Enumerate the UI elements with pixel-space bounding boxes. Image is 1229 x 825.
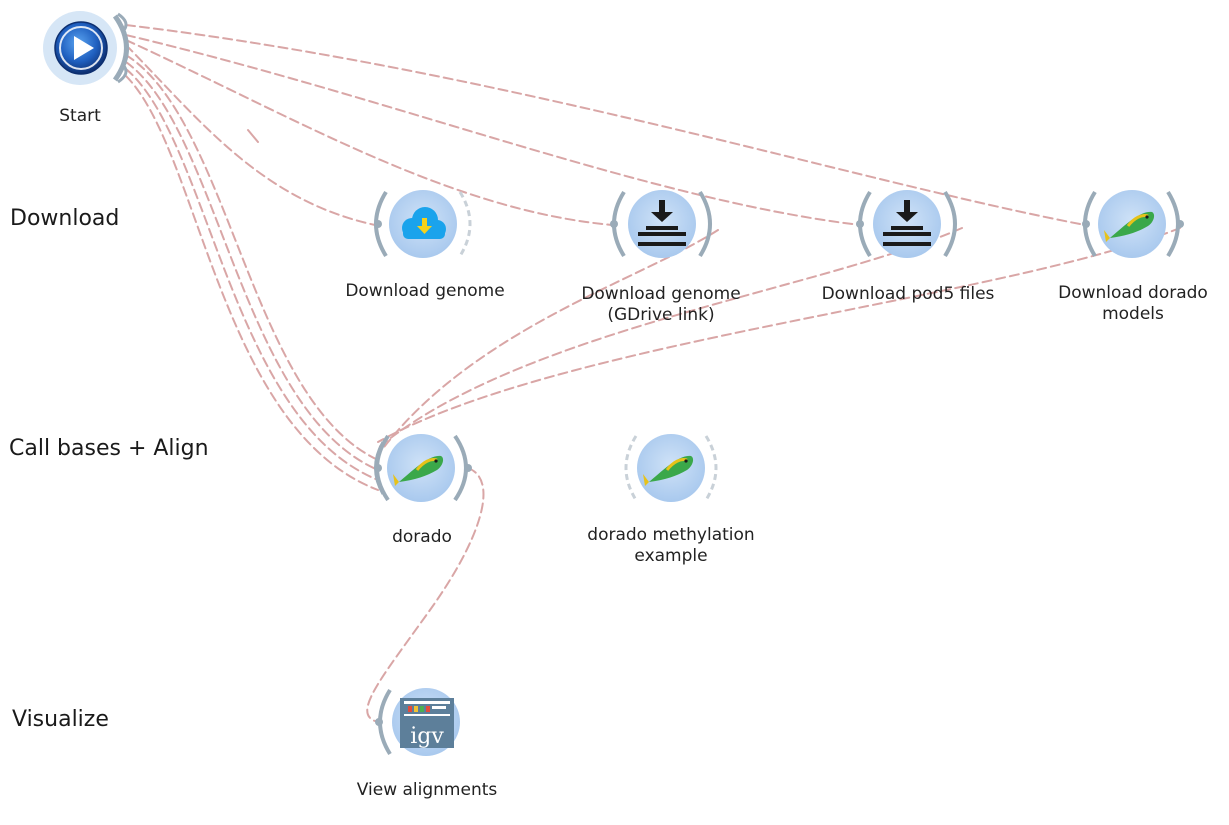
node-label-start: Start [59, 106, 101, 126]
link-dorado-view-alignments[interactable] [366, 467, 485, 723]
dorado-fish-icon [393, 455, 444, 486]
link-start-dorado-3[interactable] [125, 68, 379, 481]
link-end-marker [247, 129, 259, 143]
node-label-download-dorado-models: Download dorado models [1023, 283, 1229, 325]
section-label-download: Download [10, 206, 120, 231]
igv-icon: igv [400, 698, 454, 749]
link-gdrive-dorado[interactable] [377, 229, 719, 456]
label-line-2: example [634, 546, 708, 566]
link-pod5-dorado[interactable] [377, 227, 963, 449]
node-label-download-pod5: Download pod5 files [821, 284, 995, 304]
node-download-dorado-models[interactable] [1082, 190, 1184, 258]
node-dorado[interactable] [374, 434, 472, 502]
link-start-download-models[interactable] [125, 24, 1086, 226]
link-start-download-genome[interactable] [125, 44, 376, 226]
label-line-2: (GDrive link) [607, 305, 715, 325]
label-line-2: models [1102, 304, 1164, 324]
label-line-1: Download dorado [1058, 283, 1208, 303]
dorado-fish-icon [643, 455, 694, 486]
node-label-download-genome: Download genome [345, 281, 505, 301]
download-tray-icon [638, 200, 686, 246]
igv-icon-text: igv [410, 724, 444, 749]
node-label-view-alignments: View alignments [356, 780, 498, 800]
section-label-visualize: Visualize [12, 707, 109, 732]
links-layer [125, 24, 1181, 723]
node-label-dorado-methylation: dorado methylation example [561, 525, 781, 567]
node-view-alignments[interactable]: igv [375, 688, 460, 756]
cloud-download-icon [402, 207, 446, 239]
node-dorado-methylation[interactable] [624, 434, 718, 502]
link-start-dorado-4[interactable] [125, 75, 379, 491]
node-start[interactable] [43, 11, 129, 85]
node-download-pod5[interactable] [856, 190, 957, 258]
link-start-download-genome-gdrive[interactable] [125, 39, 613, 226]
section-label-call-bases: Call bases + Align [9, 436, 209, 461]
link-start-dorado-2[interactable] [125, 61, 379, 471]
download-tray-icon [883, 200, 931, 246]
label-line-1: Download genome [581, 284, 741, 304]
node-download-genome[interactable] [374, 190, 472, 258]
link-start-dorado-1[interactable] [125, 54, 379, 461]
dorado-fish-icon [1104, 211, 1155, 242]
node-label-download-genome-gdrive: Download genome (GDrive link) [551, 284, 771, 326]
link-start-download-pod5[interactable] [125, 34, 861, 226]
node-label-dorado: dorado [392, 527, 452, 547]
link-models-dorado[interactable] [377, 227, 1181, 443]
label-line-1: dorado methylation [587, 525, 755, 545]
play-icon [74, 36, 94, 60]
start-output-bracket [112, 14, 129, 82]
node-download-genome-gdrive[interactable] [610, 190, 712, 258]
